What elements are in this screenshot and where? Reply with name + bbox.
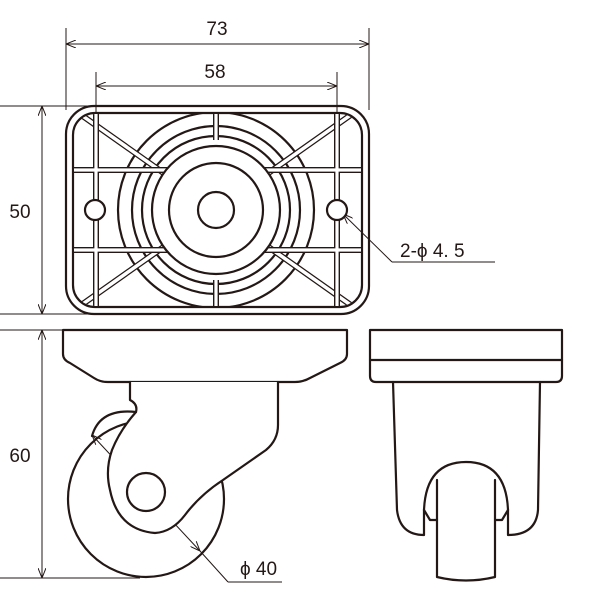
hub-ring (167, 161, 265, 259)
dimension-hole: 2-ϕ 4. 5 (343, 214, 495, 263)
axle-hub (125, 471, 167, 513)
center-hole (196, 190, 236, 230)
front-wheel (435, 478, 497, 582)
top-view-plate (64, 104, 371, 316)
dimension-60: 60 (0, 329, 140, 579)
front-view (368, 328, 564, 582)
dimension-label-60: 60 (9, 446, 30, 467)
dimension-label-50: 50 (9, 202, 30, 223)
dimension-label-73: 73 (206, 19, 227, 40)
mount-hole-left (83, 198, 107, 222)
hole-callout-label: 2-ϕ 4. 5 (400, 241, 465, 262)
dimension-50: 50 (0, 105, 90, 315)
dimension-73: 73 (65, 19, 370, 110)
dimension-label-58: 58 (204, 62, 225, 83)
mount-hole-right (325, 198, 349, 222)
side-view (61, 328, 349, 579)
wheel-diameter-label: ϕ 40 (240, 559, 277, 580)
